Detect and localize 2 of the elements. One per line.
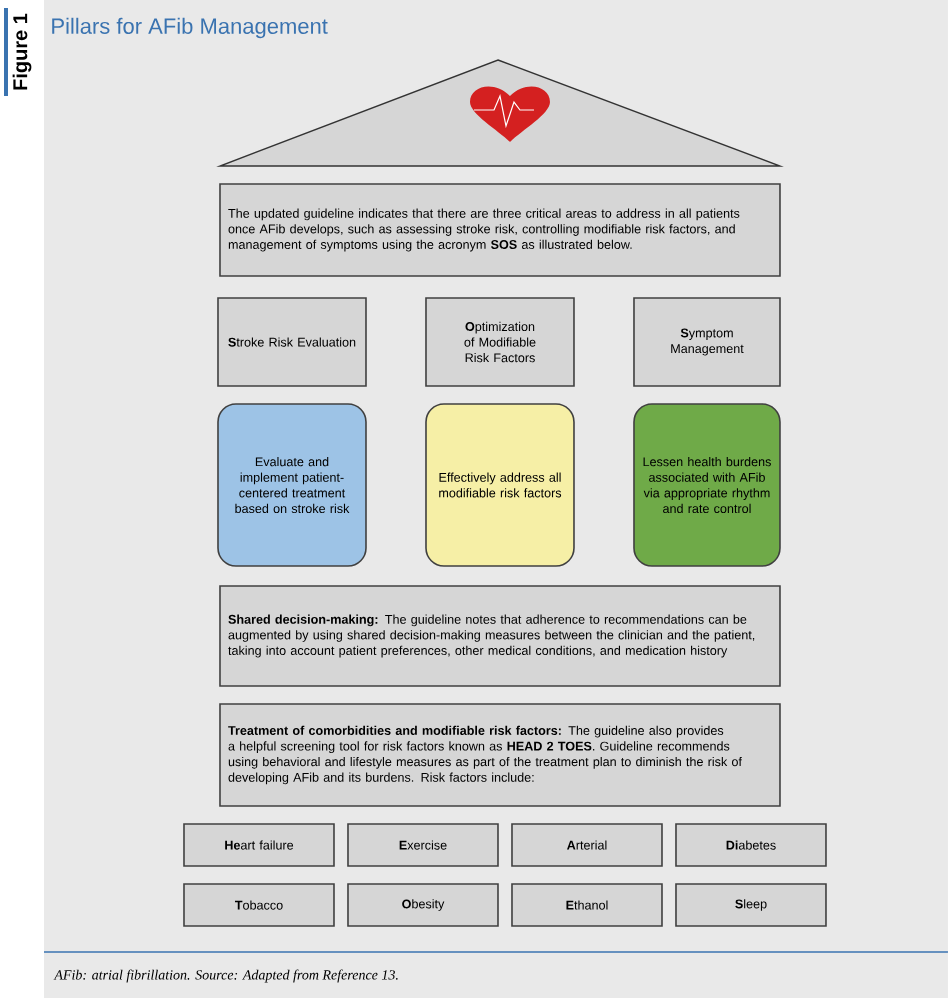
title: Pillars for AFib Management <box>52 17 328 39</box>
figure-label: Figure 1 <box>12 13 32 90</box>
